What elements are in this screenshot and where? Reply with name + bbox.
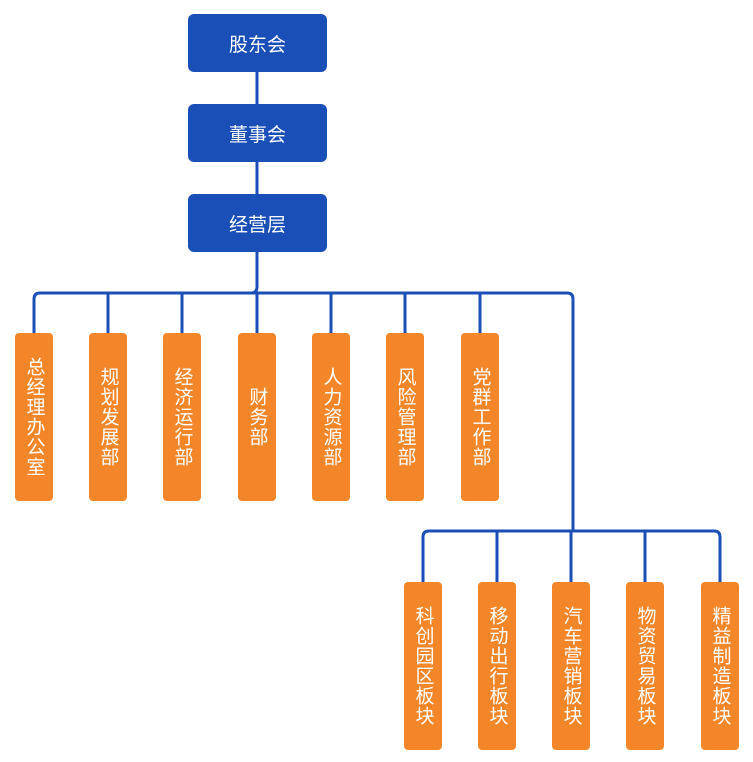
node-dept-economic-ops: 经济运行部	[163, 333, 201, 501]
node-label: 总经理办公室	[23, 357, 46, 477]
node-segment-manufacturing: 精益制造板块	[701, 582, 739, 750]
node-label: 党群工作部	[469, 367, 492, 467]
node-label: 规划发展部	[97, 367, 120, 467]
node-label: 物资贸易板块	[634, 606, 657, 726]
node-dept-gm-office: 总经理办公室	[15, 333, 53, 501]
node-label: 经济运行部	[171, 367, 194, 467]
node-dept-hr: 人力资源部	[312, 333, 350, 501]
node-segment-trade: 物资贸易板块	[626, 582, 664, 750]
node-label: 经营层	[228, 213, 286, 236]
node-segment-tech-park: 科创园区板块	[404, 582, 442, 750]
node-label: 股东会	[228, 33, 286, 56]
node-label: 财务部	[246, 387, 269, 447]
node-management: 经营层	[188, 194, 327, 252]
node-label: 董事会	[228, 123, 286, 146]
node-dept-planning: 规划发展部	[89, 333, 127, 501]
node-segment-auto-sales: 汽车营销板块	[552, 582, 590, 750]
node-label: 移动出行板块	[486, 606, 509, 726]
node-shareholders: 股东会	[188, 14, 327, 72]
node-dept-finance: 财务部	[238, 333, 276, 501]
node-label: 风险管理部	[394, 367, 417, 467]
node-dept-risk: 风险管理部	[386, 333, 424, 501]
node-label: 汽车营销板块	[560, 606, 583, 726]
node-label: 科创园区板块	[412, 606, 435, 726]
node-board: 董事会	[188, 104, 327, 162]
node-segment-mobility: 移动出行板块	[478, 582, 516, 750]
node-dept-party: 党群工作部	[461, 333, 499, 501]
node-label: 精益制造板块	[709, 606, 732, 726]
node-label: 人力资源部	[320, 367, 343, 467]
